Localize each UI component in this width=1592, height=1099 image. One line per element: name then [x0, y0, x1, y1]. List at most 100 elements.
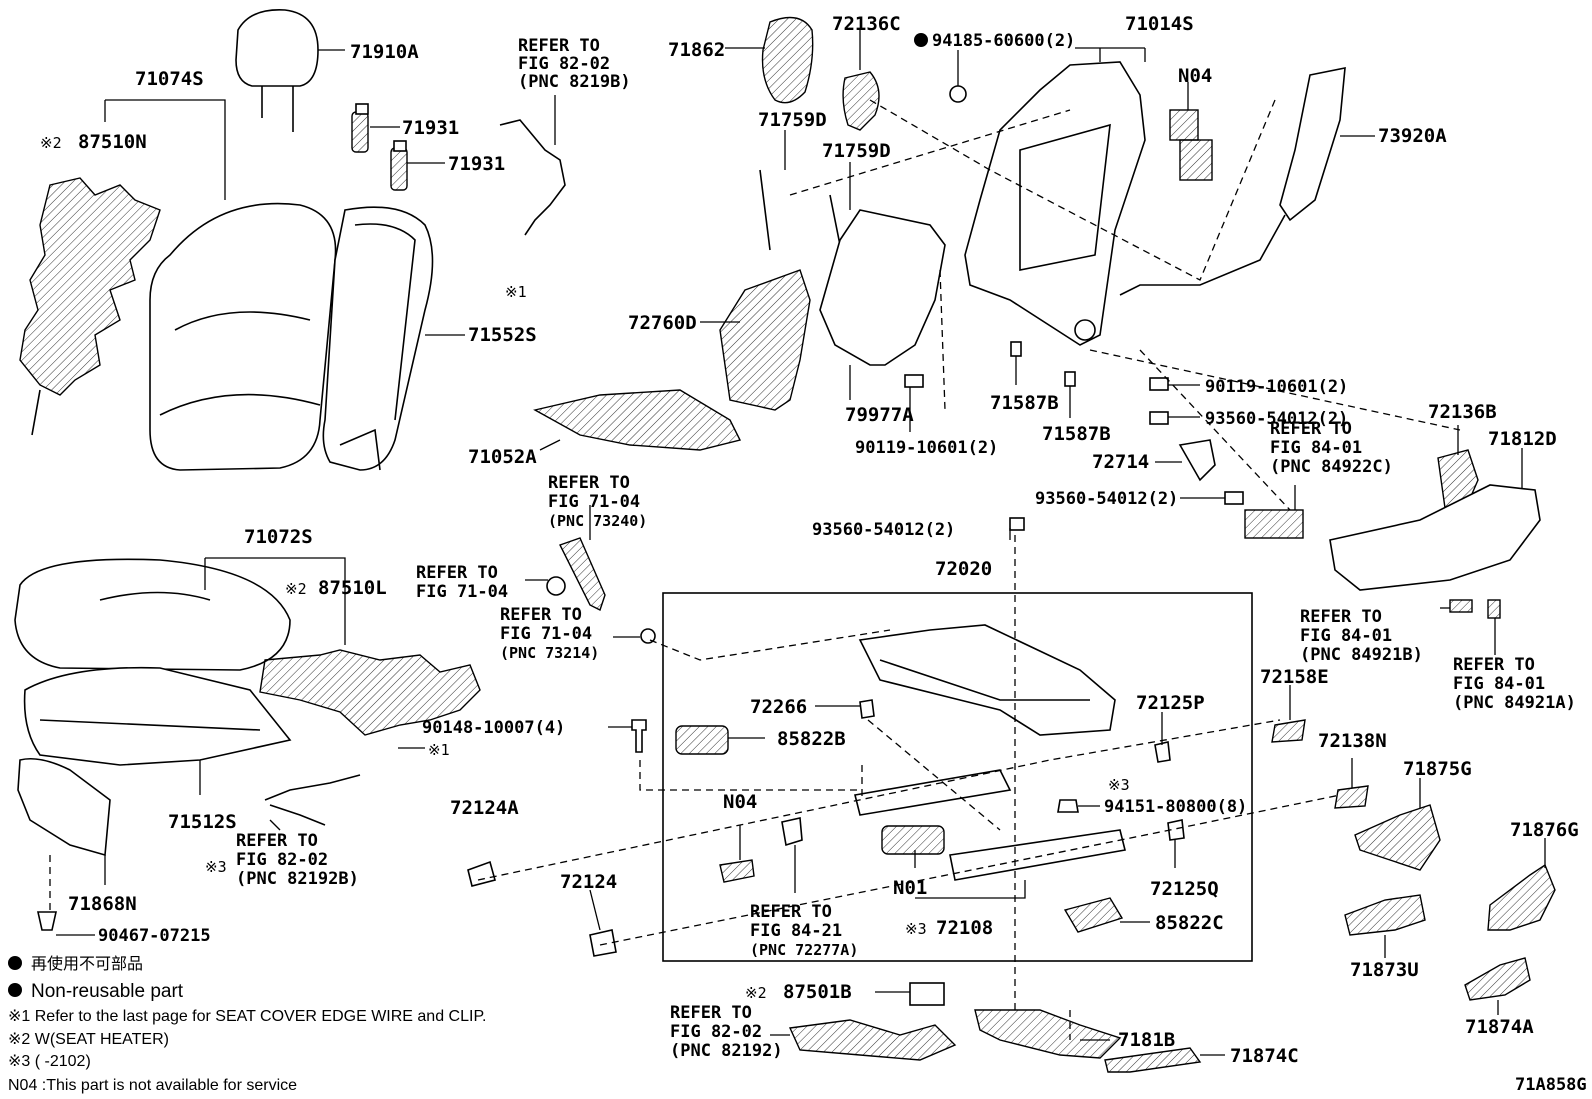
grommet-71-04-drawing	[546, 576, 566, 596]
bracket-72714-drawing	[1178, 439, 1216, 482]
label-71812D: 71812D	[1488, 428, 1557, 450]
note-mark-2c: ※2	[745, 984, 767, 1002]
headrest-drawing	[235, 9, 319, 132]
label-71587B-2: 71587B	[1042, 423, 1111, 445]
label-93560-54012-a: 93560-54012(2)	[1205, 409, 1348, 429]
cover-71873u-drawing	[1344, 894, 1426, 936]
bracket-84-21-drawing	[781, 817, 803, 847]
note-mark-2: ※2	[40, 134, 62, 152]
seat-pad-seam-drawing	[39, 719, 261, 731]
lumbar-motor-drawing	[1169, 109, 1213, 181]
motor-n01-drawing	[881, 825, 945, 855]
cover-71876g-drawing	[1487, 863, 1556, 931]
note-mark-1: ※1	[505, 283, 527, 301]
label-73920A: 73920A	[1378, 125, 1447, 147]
airbag-wire-drawing	[1119, 214, 1286, 296]
bracket-72266-drawing	[859, 699, 875, 719]
label-71873U: 71873U	[1350, 959, 1419, 981]
note-mark-3c: ※3	[905, 920, 927, 938]
label-72108: 72108	[936, 917, 993, 939]
note-mark-1b: ※1	[428, 741, 450, 759]
label-71931: 71931	[402, 117, 459, 139]
clip-71587b-drawing	[1010, 341, 1022, 357]
harness-8219b-drawing	[499, 119, 566, 236]
label-87510N: 87510N	[78, 131, 147, 153]
label-72158E: 72158E	[1260, 666, 1329, 688]
seatback-cushion-drawing	[149, 202, 337, 471]
label-71875G: 71875G	[1403, 758, 1472, 780]
label-90119-10601-b: 90119-10601(2)	[1205, 377, 1348, 397]
label-71512S: 71512S	[168, 811, 237, 833]
clip-90467-drawing	[37, 911, 57, 931]
label-72136B: 72136B	[1428, 401, 1497, 423]
label-N01: N01	[893, 877, 927, 899]
label-85822B: 85822B	[777, 728, 846, 750]
side-shield-drawing	[1329, 484, 1541, 591]
label-71072S: 71072S	[244, 526, 313, 548]
label-71874A: 71874A	[1465, 1016, 1534, 1038]
label-72714: 72714	[1092, 451, 1149, 473]
harness-82192b-drawing	[264, 774, 361, 826]
diagram-id: 71A858G	[1515, 1075, 1587, 1095]
label-71074S: 71074S	[135, 68, 204, 90]
label-72136C: 72136C	[832, 13, 901, 35]
seat-cushion-seam-drawing	[99, 591, 211, 601]
clip-drawing	[351, 103, 408, 191]
seat-pad-drawing	[23, 666, 292, 766]
label-94151-80800: 94151-80800(8)	[1104, 797, 1247, 817]
label-90467-07215: 90467-07215	[98, 926, 211, 946]
legend-nonreusable-en: Non-reusable part	[31, 981, 184, 1002]
label-79977A: 79977A	[845, 404, 914, 426]
label-93560-54012-c: 93560-54012(2)	[812, 520, 955, 540]
bolts-drawing	[904, 374, 1244, 531]
label-87501B: 87501B	[783, 981, 852, 1003]
bolt-90148-drawing	[631, 719, 647, 753]
label-71910A: 71910A	[350, 41, 419, 63]
label-72760D: 72760D	[628, 312, 697, 334]
label-N04: N04	[1178, 65, 1212, 87]
seat-adjuster-drawing	[854, 624, 1126, 881]
cover-72124-drawing	[589, 929, 617, 957]
legend-note-3: ※3 ( -2102)	[8, 1053, 91, 1070]
label-71868N: 71868N	[68, 893, 137, 915]
label-71759D-2: 71759D	[822, 140, 891, 162]
note-mark-3: ※3	[1108, 776, 1130, 794]
harness-82192-drawing	[788, 1019, 957, 1061]
label-90148-10007: 90148-10007(4)	[422, 718, 565, 738]
bracket-72125q-drawing	[1167, 819, 1185, 841]
legend-note-2: ※2 W(SEAT HEATER)	[8, 1031, 169, 1048]
cover-71874c-drawing	[1104, 1047, 1202, 1073]
clip-71587b-2-drawing	[1064, 371, 1076, 387]
seatback-heater-drawing	[19, 177, 161, 436]
note-mark-3b: ※3	[205, 858, 227, 876]
switch-84921b-drawing	[1449, 599, 1473, 613]
board-79977a-drawing	[819, 209, 946, 366]
label-71014S: 71014S	[1125, 13, 1194, 35]
seat-cushion-drawing	[14, 558, 291, 671]
label-71552S: 71552S	[468, 324, 537, 346]
label-72125P: 72125P	[1136, 692, 1205, 714]
label-87510L: 87510L	[318, 577, 387, 599]
nonreusable-dot-en	[8, 983, 22, 997]
label-71759D: 71759D	[758, 109, 827, 131]
legend-n04: N04 :This part is not available for serv…	[8, 1077, 297, 1094]
ecu-87501b-drawing	[909, 982, 945, 1006]
cover-71874a-drawing	[1464, 957, 1531, 1001]
cover-7181b-drawing	[974, 1009, 1122, 1059]
legend-nonreusable-jp: 再使用不可部品	[31, 955, 143, 973]
label-72138N: 72138N	[1318, 730, 1387, 752]
bracket-72125p-drawing	[1154, 741, 1171, 763]
motor-85822b-drawing	[675, 725, 729, 755]
nonreusable-dot-94185	[914, 33, 928, 47]
cover-72138n-drawing	[1334, 785, 1369, 809]
label-72124: 72124	[560, 871, 617, 893]
